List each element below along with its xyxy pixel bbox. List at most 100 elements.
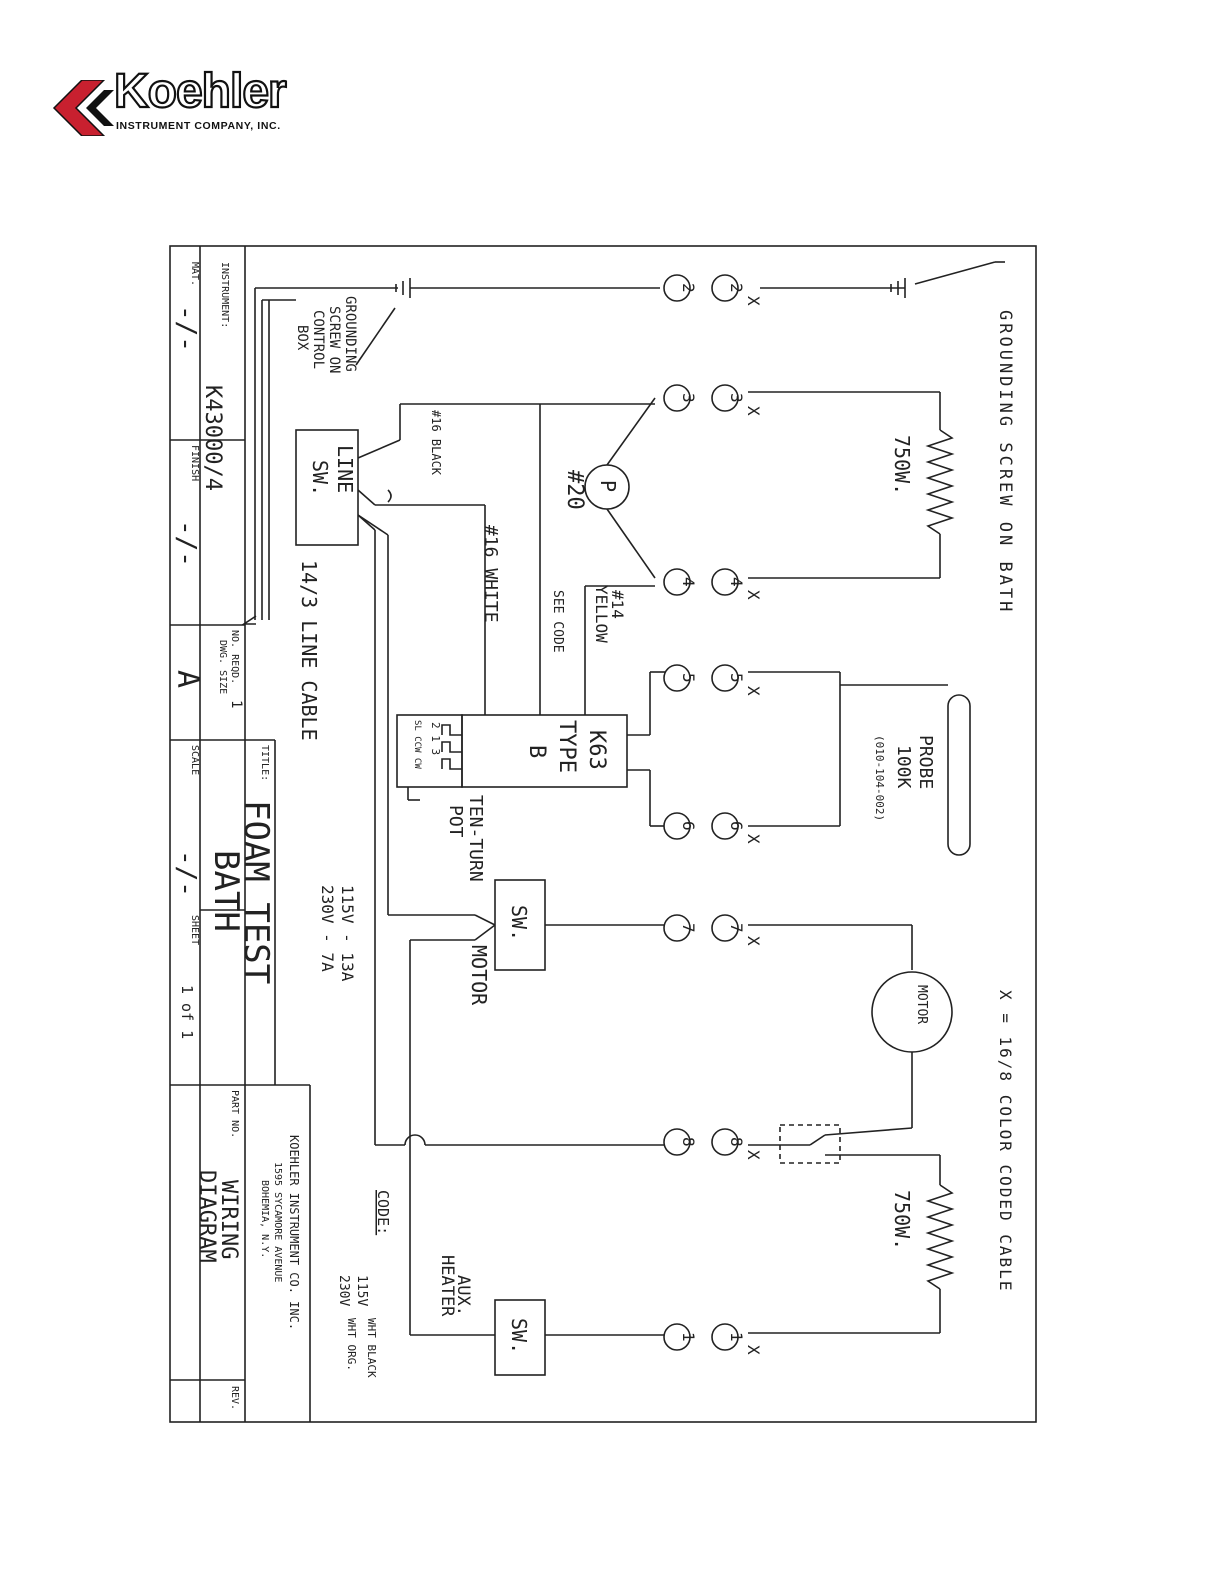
aux-switch-box bbox=[494, 1299, 546, 1376]
pump-label: P bbox=[596, 480, 620, 492]
code-230-colors: WHT ORG. bbox=[345, 1318, 358, 1371]
wire-20-label: #20 bbox=[562, 470, 587, 510]
title-label: TITLE: bbox=[259, 745, 270, 781]
motor-sw-label: SW. bbox=[507, 905, 531, 941]
terminal-inner-2 bbox=[663, 274, 691, 302]
terminal-inner-1-label: 1 bbox=[679, 1332, 698, 1342]
drawing-line-2: DIAGRAM bbox=[194, 1170, 219, 1263]
yellow-wire-1: #14 bbox=[608, 590, 627, 619]
logo-chevron-icon bbox=[52, 80, 114, 136]
controller-label-1: K63 bbox=[584, 730, 609, 770]
scale-value: -/- bbox=[171, 850, 201, 897]
grounding-box-3: CONTROL bbox=[310, 310, 326, 369]
terminal-outer-4 bbox=[711, 568, 739, 596]
grounding-box-4: BOX bbox=[294, 325, 310, 351]
rev-label: REV. bbox=[229, 1386, 240, 1410]
terminal-inner-6-label: 6 bbox=[679, 821, 698, 831]
line-cable-label: 14/3 LINE CABLE bbox=[297, 560, 321, 741]
pot-label-2: POT bbox=[445, 805, 466, 838]
x-mark: X bbox=[744, 406, 763, 416]
terminal-outer-1-label: 1 bbox=[727, 1332, 746, 1342]
sheet-label: SHEET bbox=[189, 915, 200, 945]
drawing-border bbox=[169, 245, 1037, 1423]
motor-label: MOTOR bbox=[467, 945, 491, 1006]
logo-tagline: INSTRUMENT COMPANY, INC. bbox=[116, 120, 281, 132]
title-line-1: FOAM TEST bbox=[236, 800, 276, 984]
terminal-inner-7 bbox=[663, 914, 691, 942]
logo-name: Koehler bbox=[113, 64, 288, 119]
terminal-outer-8 bbox=[711, 1128, 739, 1156]
pot-box bbox=[396, 714, 463, 788]
terminal-inner-3-label: 3 bbox=[679, 393, 698, 403]
aux-label-1: AUX. bbox=[453, 1275, 473, 1316]
grounding-box-1: GROUNDING bbox=[342, 296, 358, 372]
dwg-size-value: A bbox=[170, 670, 205, 688]
terminal-inner-2-label: 2 bbox=[679, 283, 698, 293]
rating-label-2: 230V - 7A bbox=[318, 885, 337, 972]
black-wire-label: #16 BLACK bbox=[429, 410, 443, 476]
finish-value: -/- bbox=[171, 520, 201, 567]
no-reqd-value: 1 bbox=[228, 700, 244, 708]
x-mark: X bbox=[744, 1150, 763, 1160]
yellow-wire-2: YELLOW bbox=[592, 585, 611, 643]
terminal-outer-2 bbox=[711, 274, 739, 302]
controller-label-2: TYPE bbox=[554, 720, 579, 773]
terminal-inner-5-label: 5 bbox=[679, 673, 698, 683]
terminal-outer-5 bbox=[711, 664, 739, 692]
motor-circle-label: MOTOR bbox=[914, 985, 929, 1024]
code-115: 115V bbox=[354, 1275, 369, 1306]
terminal-outer-1 bbox=[711, 1323, 739, 1351]
mat-value: -/- bbox=[171, 305, 201, 352]
line-switch-box bbox=[295, 429, 359, 546]
terminal-inner-4-label: 4 bbox=[679, 577, 698, 587]
terminal-outer-4-label: 4 bbox=[727, 577, 746, 587]
terminal-outer-6 bbox=[711, 812, 739, 840]
terminal-inner-8 bbox=[663, 1128, 691, 1156]
terminal-outer-6-label: 6 bbox=[727, 821, 746, 831]
probe-label-2: 100K bbox=[893, 745, 914, 789]
sheet-value: 1 of 1 bbox=[178, 985, 196, 1039]
company-logo: Koehler INSTRUMENT COMPANY, INC. bbox=[52, 64, 322, 136]
heater-a-label: 750W. bbox=[890, 435, 914, 495]
x-mark: X bbox=[744, 936, 763, 946]
probe-label-3: (010-104-002) bbox=[873, 735, 886, 821]
finish-label: FINISH bbox=[189, 445, 200, 481]
grounding-bath-label: GROUNDING SCREW ON BATH bbox=[995, 310, 1015, 614]
probe-label-1: PROBE bbox=[915, 735, 936, 789]
scale-label: SCALE bbox=[189, 745, 200, 775]
heater-b-label: 750W. bbox=[890, 1190, 914, 1250]
aux-sw-label: SW. bbox=[507, 1318, 531, 1354]
title-line-2: BATH bbox=[206, 850, 246, 932]
code-title: CODE: bbox=[374, 1190, 392, 1235]
terminal-inner-5 bbox=[663, 664, 691, 692]
no-reqd-label: NO. REQD. bbox=[229, 630, 240, 684]
x-mark: X bbox=[744, 296, 763, 306]
x-mark: X bbox=[744, 1345, 763, 1355]
company-line-3: BOHEMIA, N.Y. bbox=[259, 1180, 270, 1258]
controller-label-3: B bbox=[524, 745, 549, 758]
terminal-inner-4 bbox=[663, 568, 691, 596]
terminal-inner-6 bbox=[663, 812, 691, 840]
instrument-value: K43000/4 bbox=[200, 385, 225, 491]
line-sw-label-2: SW. bbox=[308, 460, 332, 496]
terminal-inner-8-label: 8 bbox=[679, 1137, 698, 1147]
terminal-outer-3 bbox=[711, 384, 739, 412]
code-230: 230V bbox=[336, 1275, 351, 1306]
terminal-outer-7-label: 7 bbox=[727, 923, 746, 933]
drawing-line-1: WIRING bbox=[216, 1180, 241, 1259]
pot-terms-label: SL CCW CW bbox=[412, 720, 422, 769]
aux-label-2: HEATER bbox=[437, 1255, 457, 1317]
terminal-outer-5-label: 5 bbox=[727, 673, 746, 683]
terminal-outer-8-label: 8 bbox=[727, 1137, 746, 1147]
instrument-label: INSTRUMENT: bbox=[219, 262, 230, 328]
grounding-box-2: SCREW ON bbox=[326, 306, 342, 373]
terminal-outer-2-label: 2 bbox=[727, 283, 746, 293]
terminal-inner-7-label: 7 bbox=[679, 923, 698, 933]
mat-label: MAT. bbox=[189, 262, 200, 286]
cable-note-label: X = 16/8 COLOR CODED CABLE bbox=[996, 990, 1015, 1292]
rating-label-1: 115V - 13A bbox=[338, 885, 357, 982]
probe-body bbox=[947, 694, 971, 856]
terminal-inner-1 bbox=[663, 1323, 691, 1351]
pot-label-1: TEN-TURN bbox=[465, 795, 486, 882]
